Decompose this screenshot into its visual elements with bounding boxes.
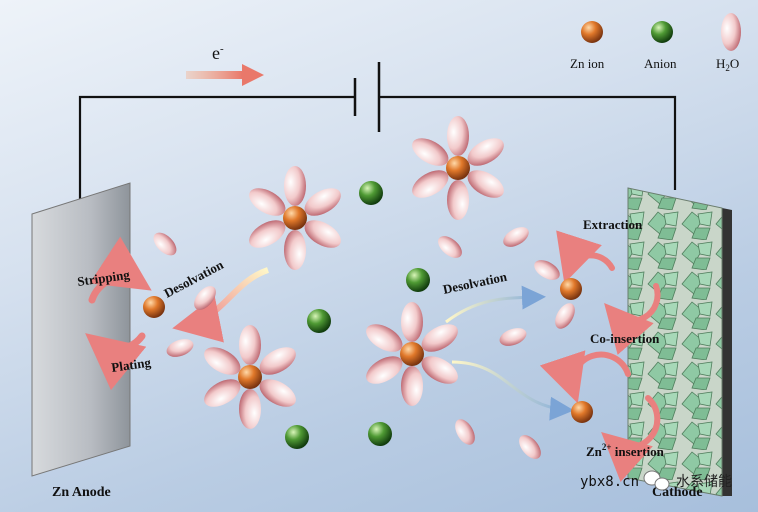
legend-water-icon bbox=[721, 13, 741, 51]
water-molecule bbox=[447, 116, 469, 156]
water-molecule bbox=[153, 232, 177, 256]
circuit-wire bbox=[78, 95, 677, 200]
water-molecule bbox=[366, 356, 403, 384]
water-molecule bbox=[249, 220, 286, 248]
water-molecule bbox=[421, 324, 458, 352]
water-molecule bbox=[304, 220, 341, 248]
water-molecule bbox=[284, 230, 306, 270]
water-molecule bbox=[467, 170, 504, 198]
zn-insertion-label: Zn2+ insertion bbox=[586, 442, 665, 459]
legend: Zn ion Anion H2O bbox=[570, 13, 741, 73]
water-molecule bbox=[467, 138, 504, 166]
water-molecule bbox=[166, 339, 194, 357]
water-molecule bbox=[259, 379, 296, 407]
anion bbox=[285, 425, 309, 449]
water-molecule bbox=[401, 366, 423, 406]
water-molecule bbox=[204, 347, 241, 375]
water-molecule bbox=[239, 389, 261, 429]
water-molecule bbox=[412, 138, 449, 166]
zn-anode-plate bbox=[31, 182, 131, 477]
watermark-brand: 水系储能 bbox=[676, 473, 732, 489]
watermark: 水系储能 ybx8.cn bbox=[580, 470, 732, 491]
extraction-label: Extraction bbox=[583, 217, 643, 232]
zn-ion bbox=[560, 278, 582, 300]
anion bbox=[307, 309, 331, 333]
extraction-flow-arrow bbox=[445, 285, 546, 324]
water-molecule bbox=[366, 324, 403, 352]
cathode-plate bbox=[627, 187, 732, 497]
zn-ion bbox=[446, 156, 470, 180]
legend-zn-ion-label: Zn ion bbox=[570, 56, 605, 71]
anode-desolvation-arrow bbox=[172, 267, 270, 343]
legend-anion-icon bbox=[651, 21, 673, 43]
zn-ion bbox=[571, 401, 593, 423]
electrolyte-species bbox=[143, 116, 593, 459]
water-molecule bbox=[259, 347, 296, 375]
water-molecule bbox=[534, 260, 560, 280]
water-molecule bbox=[519, 435, 541, 459]
water-molecule bbox=[499, 328, 527, 346]
water-molecule bbox=[239, 325, 261, 365]
anode-cycle-arrows bbox=[85, 236, 152, 391]
anion bbox=[406, 268, 430, 292]
water-molecule bbox=[412, 170, 449, 198]
zn-ion bbox=[400, 342, 424, 366]
water-molecule bbox=[194, 286, 216, 310]
co-insertion-label: Co-insertion bbox=[590, 331, 660, 346]
plating-label: Plating bbox=[110, 355, 152, 375]
water-molecule bbox=[555, 303, 575, 329]
wechat-icon bbox=[643, 470, 670, 491]
water-molecule bbox=[304, 188, 341, 216]
battery-symbol bbox=[353, 62, 381, 132]
water-molecule bbox=[503, 227, 529, 247]
electron-label: e- bbox=[212, 43, 224, 63]
legend-zn-ion-icon bbox=[581, 21, 603, 43]
legend-water-label: H2O bbox=[716, 56, 739, 73]
anion bbox=[359, 181, 383, 205]
water-molecule bbox=[204, 379, 241, 407]
electron-flow-arrow bbox=[186, 64, 264, 86]
water-molecule bbox=[401, 302, 423, 342]
anion bbox=[368, 422, 392, 446]
stripping-label: Stripping bbox=[76, 267, 131, 289]
water-molecule bbox=[438, 236, 462, 258]
zn-ion bbox=[238, 365, 262, 389]
water-molecule bbox=[249, 188, 286, 216]
cathode-cycle-arrows bbox=[539, 230, 661, 482]
middle-desolvation-label: Desolvation bbox=[442, 269, 509, 297]
zn-anode-label: Zn Anode bbox=[52, 485, 111, 500]
anode-desolvation-label: Desolvation bbox=[161, 257, 226, 301]
zn-ion bbox=[143, 296, 165, 318]
water-molecule bbox=[421, 356, 458, 384]
water-molecule bbox=[455, 419, 475, 445]
water-molecule bbox=[447, 180, 469, 220]
zn-ion bbox=[283, 206, 307, 230]
legend-anion-label: Anion bbox=[644, 56, 677, 71]
insertion-flow-arrow bbox=[451, 360, 574, 421]
watermark-site: ybx8.cn bbox=[580, 474, 639, 490]
water-molecule bbox=[284, 166, 306, 206]
